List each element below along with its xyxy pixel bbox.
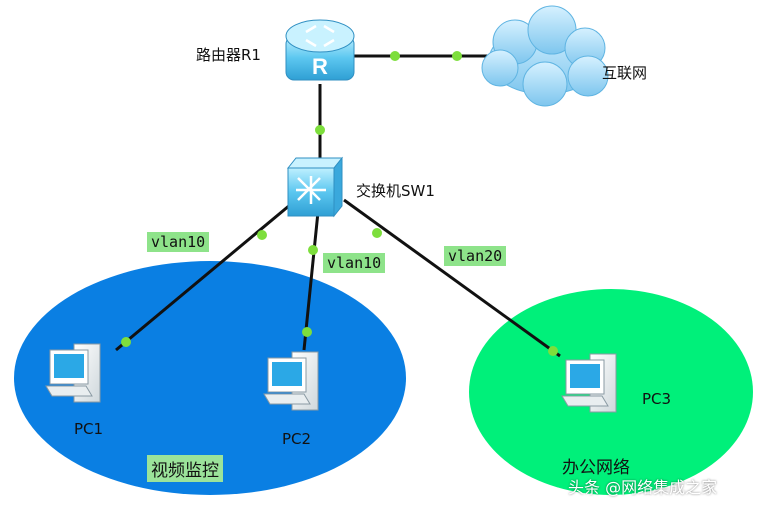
internet-label: 互联网: [602, 64, 648, 82]
router-icon: R: [285, 19, 355, 81]
pc3-label: PC3: [642, 390, 672, 408]
router-label: 路由器R1: [196, 46, 261, 64]
link-dot: [390, 51, 400, 61]
pc2-icon: [263, 351, 319, 411]
vlan-tag-pc1: vlan10: [147, 232, 210, 252]
internet-cloud-icon: [481, 5, 609, 107]
watermark-text: 头条 @网络集成之家: [568, 478, 718, 497]
link-dot: [257, 230, 267, 240]
link-switch-pc1: [115, 198, 297, 352]
svg-text:R: R: [312, 54, 328, 79]
link-dot: [315, 125, 325, 135]
switch-label: 交换机SW1: [356, 182, 435, 200]
pc1-label: PC1: [74, 420, 104, 438]
zone-office-label: 办公网络: [562, 458, 630, 478]
switch-icon: [286, 156, 344, 218]
link-dot: [372, 228, 382, 238]
link-dot: [121, 337, 131, 347]
link-dot: [548, 346, 558, 356]
pc1-icon: [45, 343, 101, 403]
link-dot: [302, 327, 312, 337]
vlan-tag-pc2: vlan10: [323, 253, 386, 273]
link-switch-pc2: [302, 211, 320, 351]
link-dots: [121, 51, 558, 356]
links: [115, 54, 561, 358]
pc2-label: PC2: [282, 430, 312, 448]
vlan-tag-pc3: vlan20: [444, 246, 507, 266]
link-dot: [308, 245, 318, 255]
link-switch-pc3: [343, 198, 561, 358]
pc3-icon: [561, 353, 617, 413]
link-dot: [452, 51, 462, 61]
zone-video-label: 视频监控: [147, 455, 223, 482]
